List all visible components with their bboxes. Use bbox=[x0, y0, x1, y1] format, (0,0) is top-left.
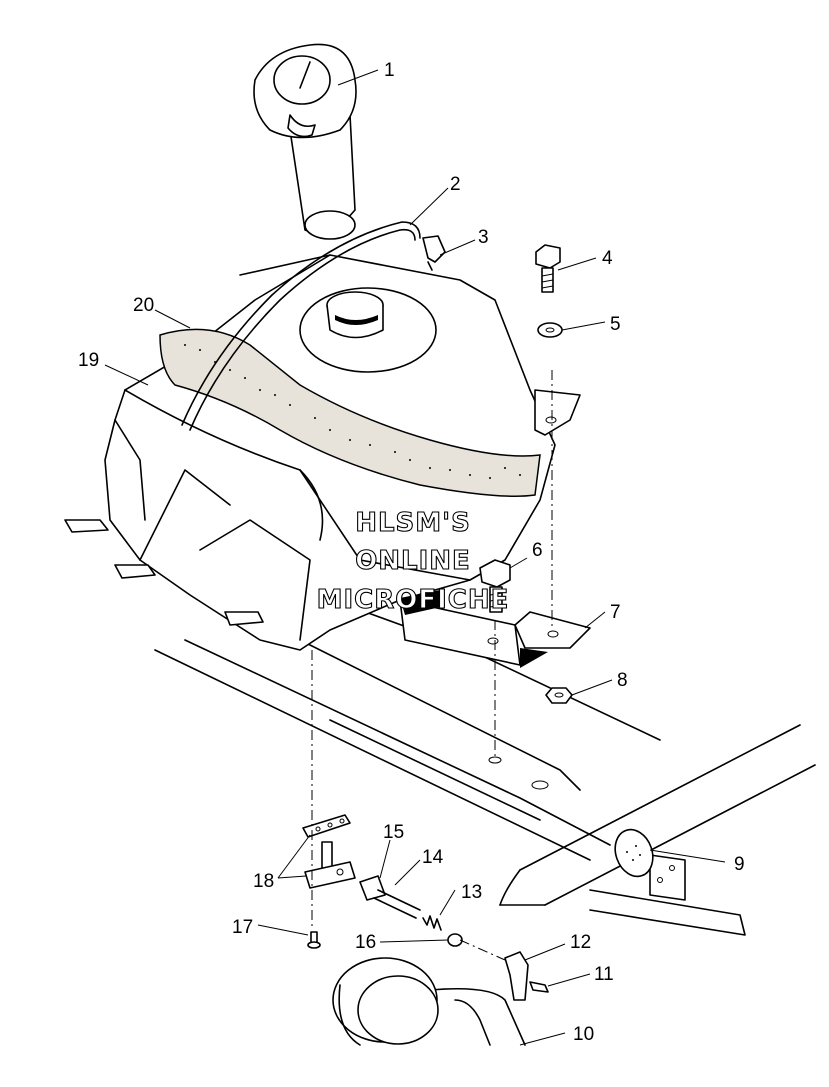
watermark-line-3: MICROFICHE bbox=[317, 585, 510, 615]
watermark-line-2: ONLINE bbox=[355, 546, 471, 576]
part-6-bolt bbox=[479, 559, 511, 613]
callout-2: 2 bbox=[450, 174, 461, 195]
callout-5: 5 bbox=[610, 314, 621, 335]
watermark: HLSM'S ONLINE MICROFICHE bbox=[316, 507, 510, 615]
part-7-bracket bbox=[399, 590, 591, 668]
callout-8: 8 bbox=[617, 670, 628, 691]
callout-1: 1 bbox=[384, 60, 395, 81]
callout-3: 3 bbox=[478, 227, 489, 248]
part-3-fitting bbox=[422, 235, 446, 271]
fuel-tank bbox=[64, 254, 581, 651]
part-8-nut bbox=[545, 687, 573, 704]
callout-11: 11 bbox=[594, 964, 614, 985]
part-4-bolt bbox=[535, 244, 561, 293]
callout-7: 7 bbox=[610, 602, 621, 623]
fuel-valve-assembly bbox=[302, 814, 549, 1001]
callout-15: 15 bbox=[383, 822, 404, 843]
leader-lines bbox=[104, 69, 726, 1046]
callout-6: 6 bbox=[532, 540, 543, 561]
callout-17: 17 bbox=[232, 917, 253, 938]
callout-19: 19 bbox=[78, 350, 99, 371]
part-2-vent-hose bbox=[181, 221, 421, 431]
part-10-housing bbox=[332, 957, 439, 1046]
callout-13: 13 bbox=[461, 882, 482, 903]
frame bbox=[154, 609, 816, 1046]
callout-4: 4 bbox=[602, 248, 613, 269]
part-5-washer bbox=[537, 322, 563, 338]
callout-16: 16 bbox=[355, 932, 376, 953]
part-1-fuel-cap bbox=[253, 43, 357, 240]
assembly-center-lines bbox=[311, 370, 553, 961]
part-9-bumper bbox=[614, 828, 654, 878]
callout-12: 12 bbox=[570, 932, 591, 953]
watermark-line-1: HLSM'S bbox=[355, 508, 471, 538]
part-18-plate bbox=[302, 814, 351, 838]
callout-9: 9 bbox=[734, 854, 745, 875]
callout-labels: 1 2 3 4 5 6 7 8 9 10 11 12 13 14 15 16 1… bbox=[78, 60, 745, 1045]
callout-20: 20 bbox=[133, 295, 154, 316]
callout-14: 14 bbox=[422, 847, 444, 868]
callout-10: 10 bbox=[573, 1024, 594, 1045]
part-18-valve-body bbox=[304, 861, 356, 889]
callout-18: 18 bbox=[253, 871, 274, 892]
